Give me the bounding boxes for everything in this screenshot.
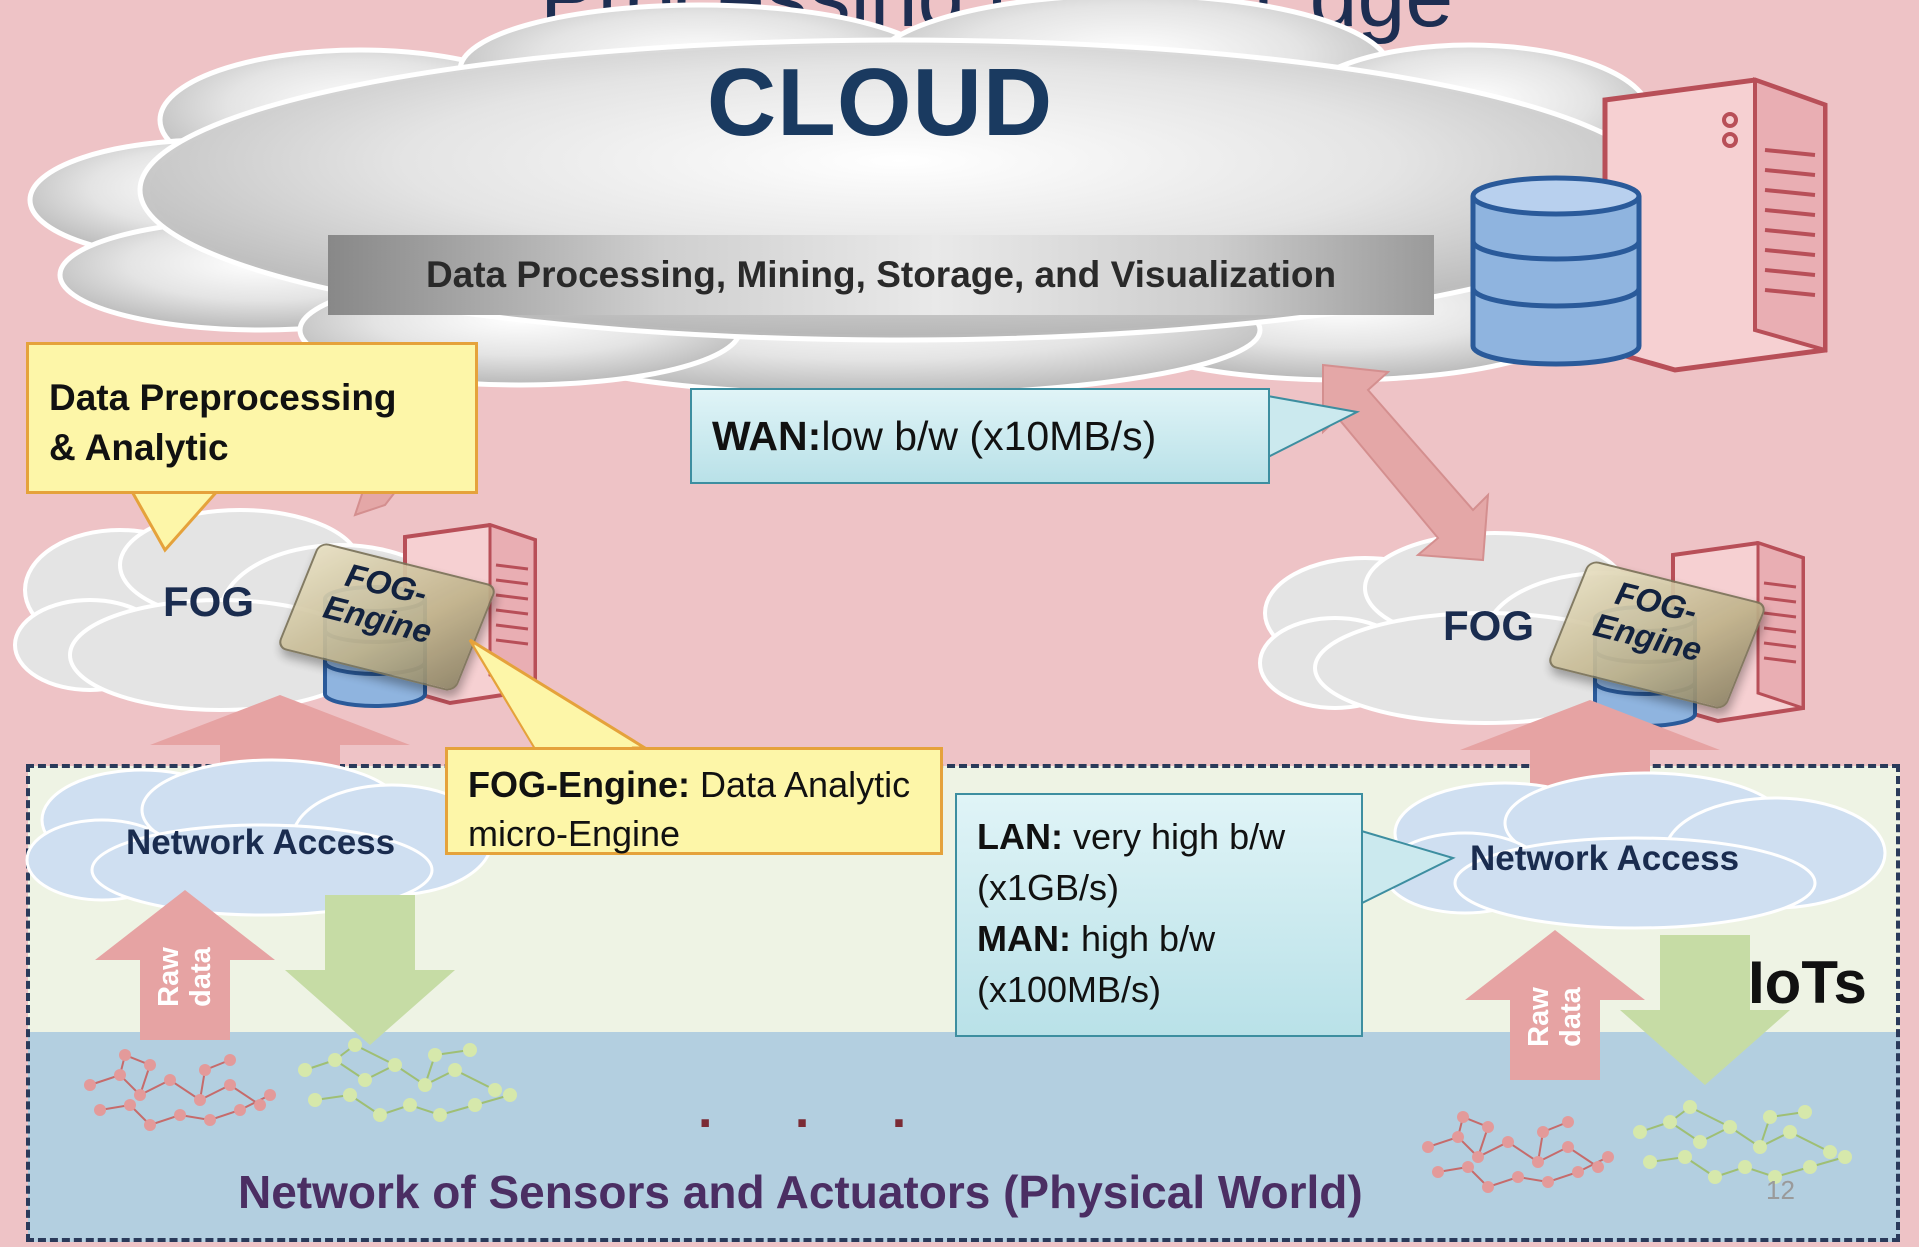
sensor-network-icon <box>1633 1100 1852 1184</box>
page-number: 12 <box>1766 1175 1795 1205</box>
database-icon <box>1470 175 1642 367</box>
preprocessing-callout: Data Preprocessing & Analytic <box>26 342 478 494</box>
cloud-processing-bar: Data Processing, Mining, Storage, and Vi… <box>328 235 1434 315</box>
callout-tail <box>468 638 651 752</box>
processed-data-arrow-icon <box>285 895 455 1045</box>
callout-tail <box>1354 828 1456 907</box>
iot-frame <box>26 764 1900 1242</box>
ellipsis: . . . <box>698 1081 941 1139</box>
fog-label-left: FOG <box>163 578 254 625</box>
fog-engine-callout: FOG-Engine: Data Analytic micro-Engine <box>445 747 943 855</box>
cloud-label: CLOUD <box>706 49 1054 156</box>
fog-label-right: FOG <box>1443 602 1534 649</box>
sensor-network-icon <box>1422 1111 1614 1193</box>
callout-tail <box>127 485 224 553</box>
sensors-caption: Network of Sensors and Actuators (Physic… <box>238 1166 1363 1218</box>
network-access-label-left: Network Access <box>126 823 396 862</box>
sensor-network-icon <box>298 1038 517 1122</box>
network-access-cloud-right <box>1383 771 1887 930</box>
raw-data-arrow-icon <box>95 890 275 1040</box>
server-icon <box>1602 77 1828 373</box>
processed-data-arrow-icon <box>1620 935 1790 1085</box>
lan-man-callout: LAN: very high b/w (x1GB/s) MAN: high b/… <box>955 793 1363 1037</box>
raw-data-arrow-icon <box>1465 930 1645 1080</box>
network-access-label-right: Network Access <box>1470 839 1740 878</box>
iots-label: IoTs <box>1748 949 1867 1016</box>
callout-tail <box>1258 393 1361 462</box>
wan-callout: WAN: low b/w (x10MB/s) <box>690 388 1270 484</box>
uplink-arrow-icon <box>1460 700 1720 800</box>
uplink-arrow-icon <box>150 695 410 795</box>
sensor-network-icon <box>84 1049 276 1131</box>
